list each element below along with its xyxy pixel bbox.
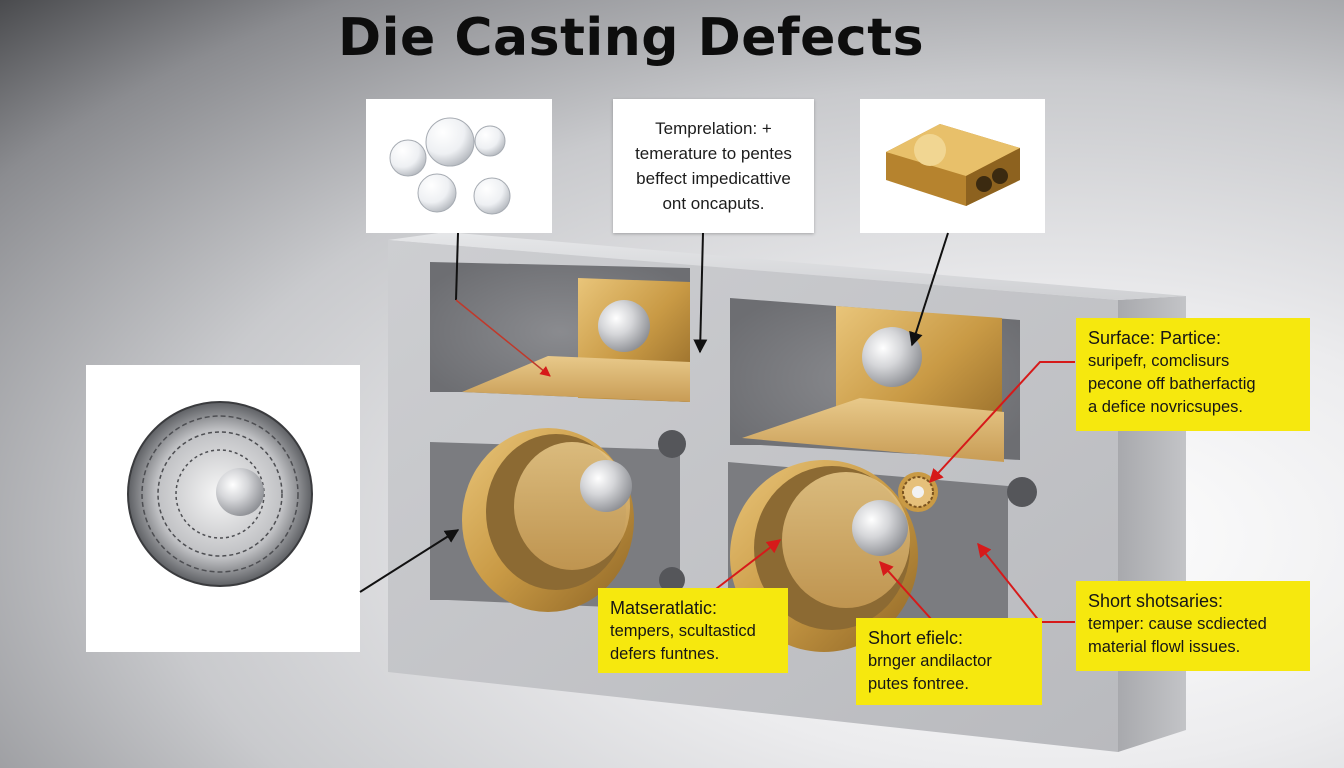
callout-short-effect-title: Short efielc:	[868, 628, 964, 648]
callout-short-shots-title: Short shotsaries:	[1088, 591, 1224, 611]
flower-defect	[898, 472, 938, 512]
callout-material-title: Matseratlatic:	[610, 598, 718, 618]
temperature-panel: Temprelation: + temerature to pentes bef…	[613, 99, 814, 233]
die-block	[388, 232, 1186, 752]
leader-lines	[359, 232, 1075, 623]
callout-short-shots-body: temper: cause scdiected material flowl i…	[1088, 615, 1267, 656]
callout-surface-title: Surface: Partice:	[1088, 328, 1222, 348]
callout-short-effect-body: brnger andilactor putes fontree.	[868, 652, 992, 693]
callout-short-effect: Short efielc: brnger andilactor putes fo…	[856, 618, 1042, 705]
coin-panel	[86, 365, 360, 652]
gold-part-panel	[860, 99, 1045, 233]
callout-short-shots: Short shotsaries: temper: cause scdiecte…	[1076, 581, 1310, 671]
temperature-panel-text: Temprelation: + temerature to pentes bef…	[635, 119, 792, 213]
callout-material: Matseratlatic: tempers, scultasticd defe…	[598, 588, 788, 673]
callout-material-body: tempers, scultasticd defers funtnes.	[610, 622, 756, 663]
callout-surface: Surface: Partice: suripefr, comclisurs p…	[1076, 318, 1310, 431]
callout-surface-body: suripefr, comclisurs pecone off batherfa…	[1088, 352, 1256, 416]
bubbles-panel	[366, 99, 552, 233]
page-title: Die Casting Defects	[338, 8, 925, 68]
